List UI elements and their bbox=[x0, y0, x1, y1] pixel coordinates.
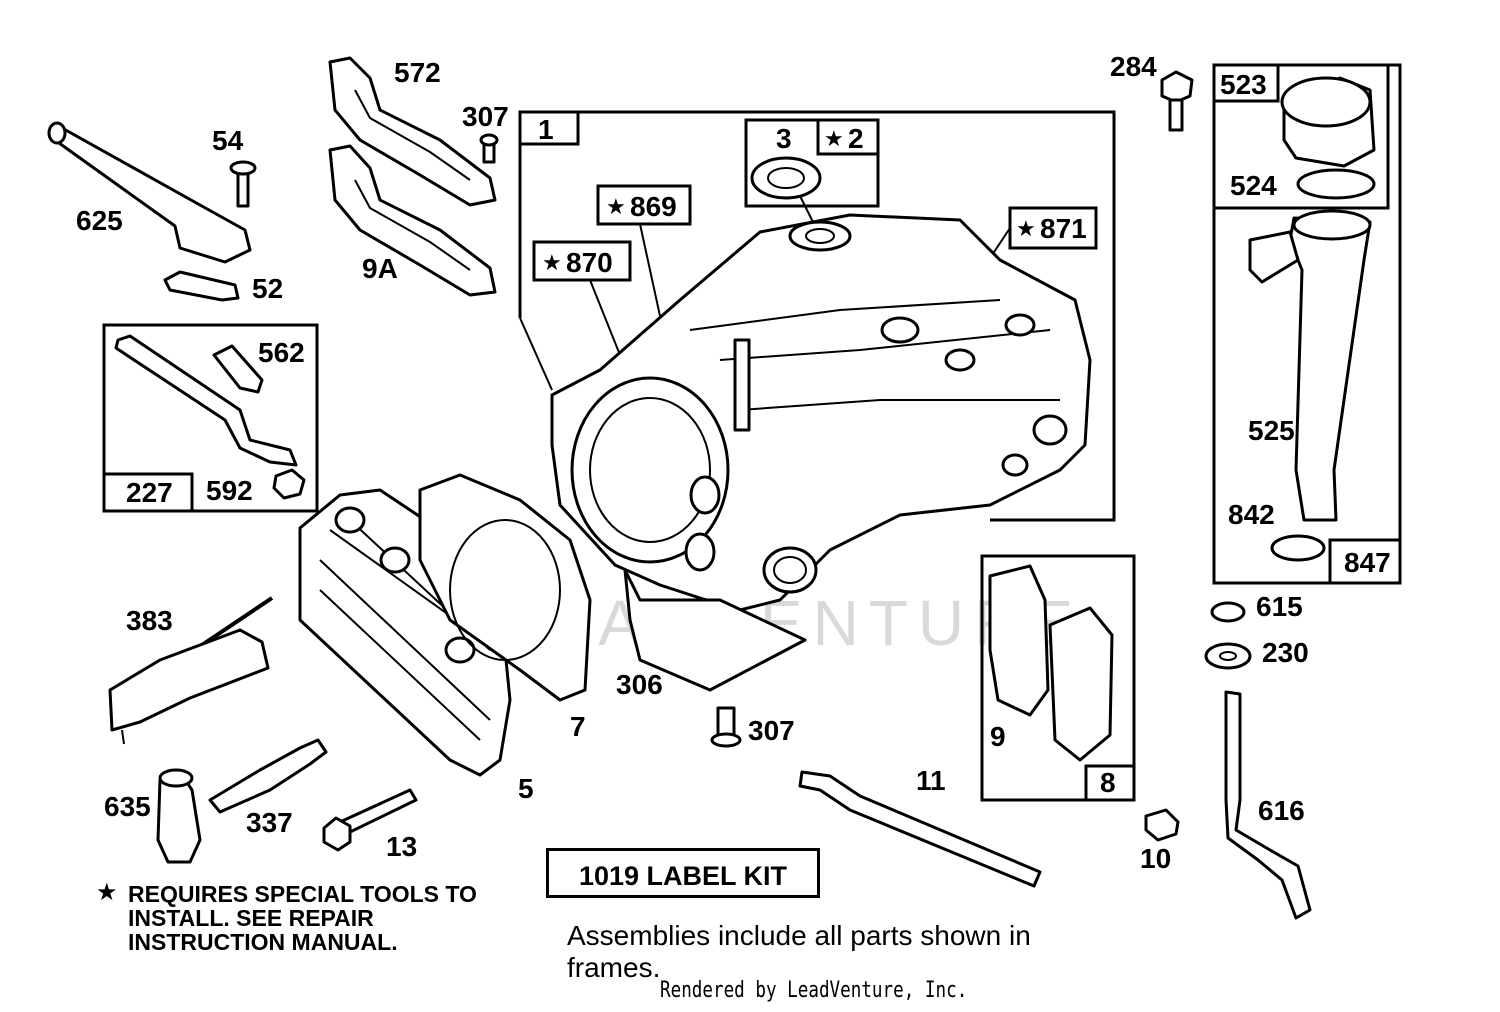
star-icon: ★ bbox=[1016, 217, 1036, 242]
frame-1-cylinder-assembly: 1 bbox=[518, 110, 1116, 522]
callout-52: 52 bbox=[252, 273, 283, 304]
special-tools-note: REQUIRES SPECIAL TOOLS TO INSTALL. SEE R… bbox=[128, 881, 477, 955]
part-615-washer: 615 bbox=[1210, 591, 1303, 623]
callout-842: 842 bbox=[1228, 499, 1275, 530]
callout-5: 5 bbox=[518, 773, 534, 804]
callout-227: 227 bbox=[126, 477, 173, 508]
star-icon: ★ bbox=[824, 127, 844, 152]
part-842-o-ring bbox=[1270, 534, 1326, 562]
star-icon: ★ bbox=[606, 195, 626, 220]
callout-635: 635 bbox=[104, 791, 151, 822]
callout-383: 383 bbox=[126, 605, 173, 636]
callout-13: 13 bbox=[386, 831, 417, 862]
part-7-head-gasket: 7 bbox=[418, 473, 592, 742]
frame-8-breather-assembly: 8 9 bbox=[980, 554, 1136, 802]
callout-2: 2 bbox=[848, 123, 864, 154]
cylinder-bore bbox=[570, 376, 730, 564]
callout-525: 525 bbox=[1248, 415, 1295, 446]
part-572-gasket: 572 bbox=[328, 56, 497, 207]
callout-615: 615 bbox=[1256, 591, 1303, 622]
part-635-elbow: 635 bbox=[104, 768, 202, 864]
callout-847: 847 bbox=[1344, 547, 1391, 578]
part-525-oil-fill-tube bbox=[1288, 216, 1372, 522]
callout-524: 524 bbox=[1230, 170, 1277, 201]
frame-227-bracket-assembly: 227 562 592 bbox=[102, 323, 319, 513]
callout-9: 9 bbox=[990, 721, 1006, 752]
callout-230: 230 bbox=[1262, 637, 1309, 668]
part-307-bolt-upper: 307 bbox=[462, 101, 509, 164]
callout-592: 592 bbox=[206, 475, 253, 506]
part-230-washer: 230 bbox=[1204, 637, 1309, 670]
part-10-plug: 10 bbox=[1140, 808, 1180, 874]
part-284-screw: 284 bbox=[1110, 51, 1194, 132]
label-kit-box: 1019 LABEL KIT bbox=[546, 848, 820, 898]
callout-9A: 9A bbox=[362, 253, 398, 284]
callout-54: 54 bbox=[212, 125, 244, 156]
callout-871: 871 bbox=[1040, 213, 1087, 244]
callout-869: 869 bbox=[630, 191, 677, 222]
part-383-tool: 383 bbox=[108, 596, 274, 745]
callout-616: 616 bbox=[1258, 795, 1305, 826]
part-9-breather-gasket bbox=[988, 564, 1050, 717]
callout-10: 10 bbox=[1140, 843, 1171, 874]
callout-625: 625 bbox=[76, 205, 123, 236]
callout-572: 572 bbox=[394, 57, 441, 88]
callout-523: 523 bbox=[1220, 69, 1267, 100]
part-9A-gasket: 9A bbox=[328, 144, 497, 297]
part-13-bolt: 13 bbox=[322, 788, 418, 862]
part-11-dipstick-tube: 11 bbox=[798, 765, 1042, 888]
callout-870: 870 bbox=[566, 247, 613, 278]
callout-11: 11 bbox=[916, 765, 946, 796]
callout-3: 3 bbox=[776, 123, 792, 154]
callout-284: 284 bbox=[1110, 51, 1157, 82]
callout-337: 337 bbox=[246, 807, 293, 838]
callout-7: 7 bbox=[570, 711, 586, 742]
crankcase bbox=[550, 213, 1092, 612]
part-306-air-guide: 306 bbox=[616, 568, 807, 700]
frame-847-oil-fill-assembly: 523 847 524 525 842 bbox=[1212, 63, 1402, 585]
star-icon: ★ bbox=[96, 878, 118, 906]
callout-306: 306 bbox=[616, 669, 663, 700]
governor-bracket bbox=[114, 334, 298, 467]
frame-3-seal: 3 ★ 2 bbox=[744, 118, 880, 241]
part-625-breather-tube: 625 bbox=[47, 121, 252, 264]
callout-562: 562 bbox=[258, 337, 305, 368]
callout-8: 8 bbox=[1100, 767, 1116, 798]
rendered-by-footer: Rendered by LeadVenture, Inc. bbox=[660, 978, 968, 1003]
part-307-bolt-lower: 307 bbox=[710, 706, 795, 748]
oil-seal bbox=[750, 156, 822, 200]
part-592-nut bbox=[272, 468, 306, 500]
part-337-spark-plug: 337 bbox=[208, 738, 328, 838]
part-616-dipstick: 616 bbox=[1224, 690, 1312, 920]
breather-cover bbox=[1048, 606, 1114, 762]
part-54-screw: 54 bbox=[212, 125, 257, 208]
part-524-o-ring bbox=[1296, 168, 1376, 200]
star-icon: ★ bbox=[542, 251, 562, 276]
callout-1: 1 bbox=[538, 114, 554, 145]
part-52-gasket: 52 bbox=[163, 270, 283, 304]
assemblies-note: Assemblies include all parts shown in fr… bbox=[567, 920, 1031, 983]
part-562-bolt bbox=[212, 344, 264, 394]
callout-307-lower: 307 bbox=[748, 715, 795, 746]
callout-307-upper: 307 bbox=[462, 101, 509, 132]
